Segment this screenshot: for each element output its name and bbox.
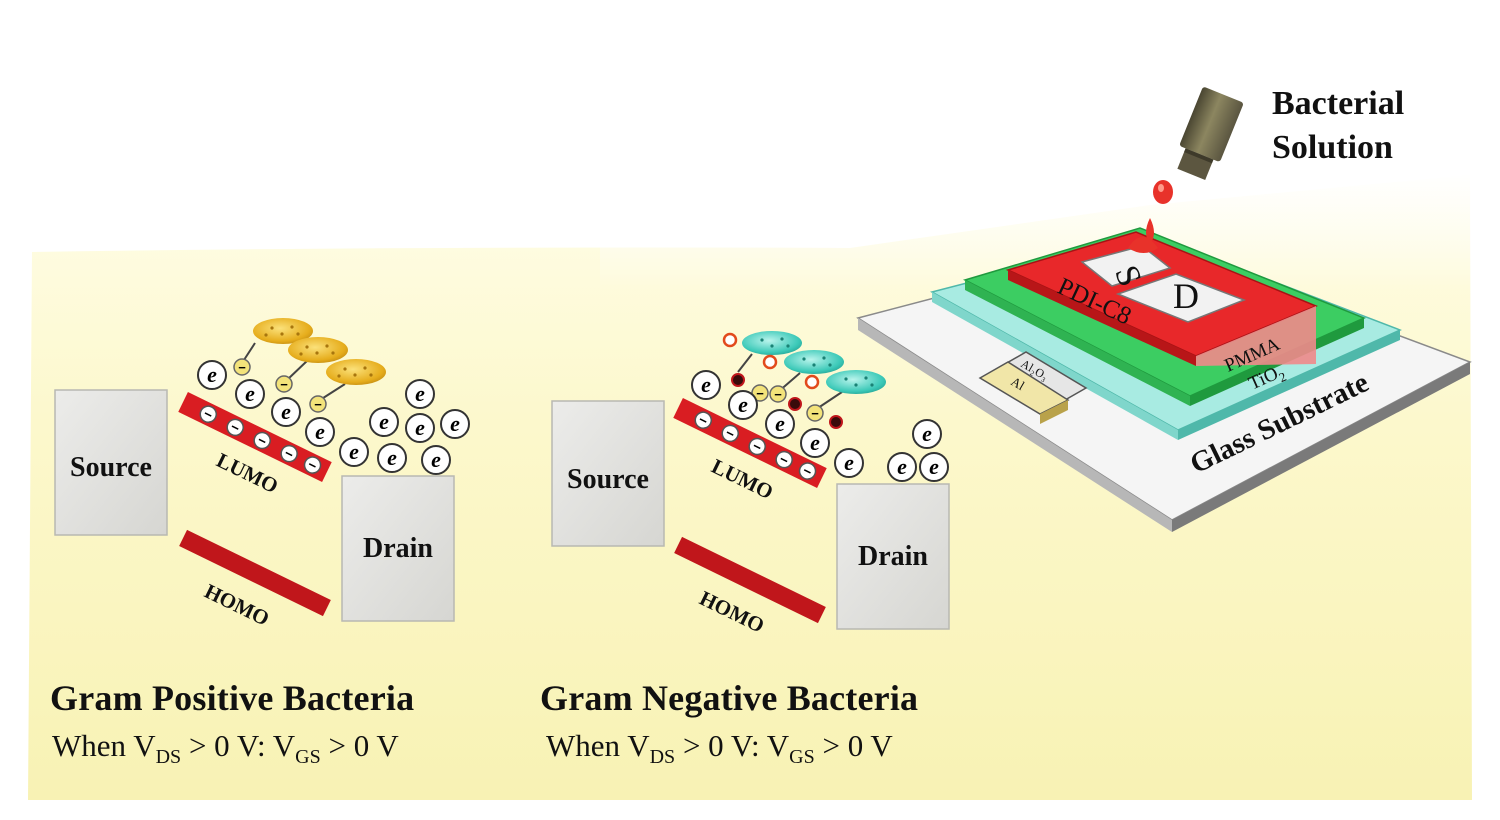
svg-text:e: e	[738, 392, 748, 417]
svg-text:e: e	[844, 450, 854, 475]
source-electrode	[54, 389, 168, 536]
gram-negative-title: Gram Negative Bacteria	[540, 678, 919, 718]
electron: e	[235, 379, 265, 409]
electron: e	[369, 407, 399, 437]
drain-label: Drain	[858, 541, 928, 572]
lumo-charges: − − − − −	[694, 411, 817, 480]
homo-band	[674, 536, 826, 624]
panel-gram-positive: Source Drain − − − − − LUMO HOMO	[54, 318, 470, 631]
svg-text:−: −	[314, 397, 322, 412]
pdi-c8-layer-edge	[1196, 306, 1316, 366]
electron: e	[339, 437, 369, 467]
bacterium-cell	[253, 318, 313, 344]
solution-label-line-1: Bacterial	[1272, 85, 1405, 122]
drain-label: Drain	[363, 533, 433, 564]
solution-label-line-2: Solution	[1272, 129, 1393, 166]
svg-text:e: e	[897, 454, 907, 479]
svg-text:e: e	[315, 419, 325, 444]
electron: e	[919, 452, 949, 482]
svg-text:−: −	[280, 377, 288, 392]
electron: e	[765, 409, 795, 439]
electron: e	[377, 443, 407, 473]
drain-electrode	[836, 483, 950, 630]
bacterium-cell	[784, 350, 844, 374]
solution-splash	[1128, 237, 1158, 253]
electron: e	[691, 370, 721, 400]
svg-text:e: e	[431, 447, 441, 472]
gram-positive-bacteria: − − −	[233, 318, 386, 413]
svg-text:e: e	[922, 421, 932, 446]
svg-text:−: −	[756, 386, 764, 401]
svg-text:e: e	[775, 411, 785, 436]
gate-metal-front	[1040, 400, 1068, 424]
electrons-panel-2: e e e e e e e e	[691, 370, 949, 482]
drain-contact	[1115, 273, 1247, 323]
panel-gram-negative: Source Drain − − − − − LUMO HOMO	[551, 331, 950, 638]
tio2-layer-side	[932, 292, 1178, 440]
gram-positive-title: Gram Positive Bacteria	[50, 678, 415, 718]
electron: e	[834, 448, 864, 478]
electron: e	[800, 428, 830, 458]
electron: e	[271, 397, 301, 427]
source-electrode	[551, 400, 665, 547]
electrons-panel-1: e e e e e e e e e e e	[197, 360, 470, 475]
tio2-layer-edge	[1178, 330, 1400, 440]
lumo-charges: − − − − −	[199, 405, 322, 474]
gram-negative-bacteria: − − −	[722, 331, 886, 429]
drain-contact-label: D	[1173, 276, 1199, 316]
svg-text:e: e	[207, 362, 217, 387]
svg-text:−: −	[811, 406, 819, 421]
glass-substrate-left	[858, 318, 1172, 532]
source-label: Source	[567, 464, 649, 495]
drain-electrode	[341, 475, 455, 622]
svg-text:e: e	[415, 415, 425, 440]
dropper-icon	[1128, 87, 1243, 253]
electron: e	[405, 379, 435, 409]
electron: e	[405, 413, 435, 443]
svg-text:e: e	[245, 381, 255, 406]
electron: e	[305, 417, 335, 447]
gram-negative-condition: When VDS > 0 V: VGS > 0 V	[546, 728, 893, 768]
svg-text:e: e	[379, 409, 389, 434]
svg-text:e: e	[281, 399, 291, 424]
electron: e	[421, 445, 451, 475]
pdi-c8-layer-side	[1008, 270, 1196, 366]
bacterium-cell	[826, 370, 886, 394]
electron: e	[887, 452, 917, 482]
svg-text:e: e	[349, 439, 359, 464]
source-contact	[1080, 245, 1172, 287]
bacterium-cell	[742, 331, 802, 355]
svg-text:e: e	[450, 411, 460, 436]
svg-text:e: e	[701, 372, 711, 397]
solution-drop	[1153, 180, 1173, 204]
svg-text:e: e	[810, 430, 820, 455]
bacterium-cell	[326, 359, 386, 385]
gram-positive-condition: When VDS > 0 V: VGS > 0 V	[52, 728, 399, 768]
homo-band	[179, 529, 331, 617]
svg-text:e: e	[415, 381, 425, 406]
electron: e	[912, 419, 942, 449]
svg-text:e: e	[387, 445, 397, 470]
device-stack: S D PDI-C8 PMMA TiO2 Glass Substrate Al₂…	[856, 227, 1472, 532]
pmma-layer-side	[965, 280, 1190, 406]
bacterial-solution-label: Bacterial Solution	[1272, 82, 1404, 170]
solution-drop	[1146, 218, 1154, 244]
svg-text:−: −	[774, 387, 782, 402]
electron: e	[728, 390, 758, 420]
svg-text:−: −	[238, 360, 246, 375]
bacterium-cell	[288, 337, 348, 363]
glass-substrate-front	[1172, 362, 1470, 532]
electron: e	[197, 360, 227, 390]
source-label: Source	[70, 452, 152, 483]
svg-text:e: e	[929, 454, 939, 479]
electron: e	[440, 409, 470, 439]
